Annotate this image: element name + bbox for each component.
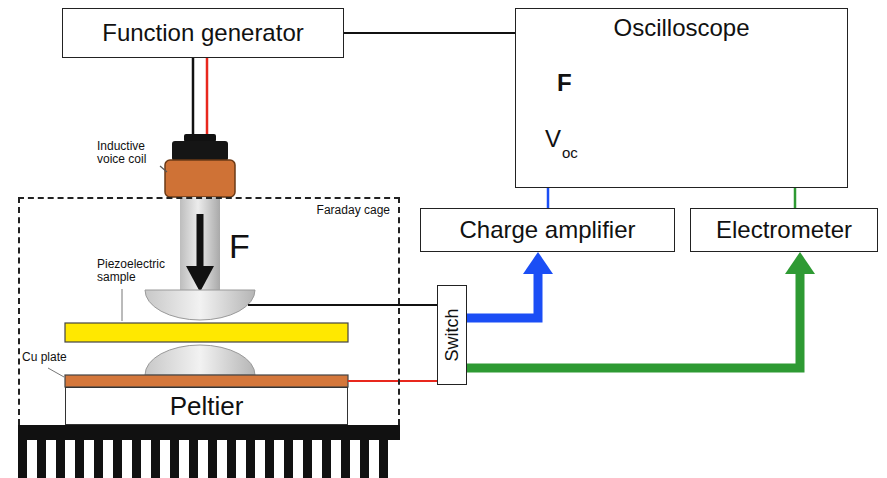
- part-label: Inductive voice coil: [97, 140, 159, 166]
- heat-sink-fin: [170, 440, 179, 478]
- piezoelectric-sample: [65, 323, 348, 342]
- node-label: Peltier: [170, 392, 244, 421]
- node-label: Function generator: [102, 20, 303, 46]
- heat-sink-fin: [132, 440, 141, 478]
- trace-subscript: oc: [562, 145, 578, 162]
- force-arrow: [186, 266, 214, 292]
- cable-line: [344, 32, 515, 34]
- signal-wire: [248, 304, 437, 306]
- trace-label: F: [557, 70, 572, 96]
- force-arrow: [197, 214, 204, 268]
- voice-coil: [165, 160, 235, 197]
- leader-line: [122, 289, 123, 321]
- heat-sink-fin: [341, 440, 350, 478]
- node-label: Electrometer: [716, 217, 852, 243]
- heat-sink-fin: [246, 440, 255, 478]
- coil-wire: [192, 58, 195, 136]
- heat-sink-fin: [322, 440, 331, 478]
- heat-sink-fin: [303, 440, 312, 478]
- heat-sink-fin: [265, 440, 274, 478]
- heat-sink-fin: [360, 440, 369, 478]
- leader-line: [160, 166, 167, 172]
- heat-sink-fin: [75, 440, 84, 478]
- node-label: Charge amplifier: [459, 217, 635, 243]
- heat-sink: [18, 425, 400, 440]
- signal-arrow: [467, 274, 538, 318]
- instrument-box: Charge amplifier: [420, 208, 675, 252]
- push-rod: [180, 197, 220, 293]
- cable-line: [794, 188, 797, 208]
- peltier-element: Peltier: [65, 387, 348, 425]
- heat-sink-fin: [208, 440, 217, 478]
- heat-sink-fin: [189, 440, 198, 478]
- heat-sink-fin: [227, 440, 236, 478]
- heat-sink-fins: [18, 440, 388, 478]
- heat-sink-fin: [113, 440, 122, 478]
- heat-sink-fin: [37, 440, 46, 478]
- coil-cap: [184, 134, 216, 142]
- faraday-cage: Faraday cagePeltier: [18, 197, 400, 425]
- lower-hemisphere: [145, 345, 255, 375]
- coil-wire: [206, 58, 209, 136]
- signal-wire: [348, 380, 437, 382]
- instrument-box: Electrometer: [690, 208, 878, 252]
- coil-cap: [172, 141, 228, 161]
- signal-arrow: [467, 274, 800, 368]
- upper-hemisphere: [145, 290, 255, 320]
- heat-sink-fin: [284, 440, 293, 478]
- heat-sink-fin: [94, 440, 103, 478]
- node-label: Oscilloscope: [613, 15, 749, 41]
- force-symbol: F: [229, 228, 250, 265]
- heat-sink-fin: [379, 440, 388, 478]
- switch-label: Switch: [442, 308, 462, 361]
- instrument-box: Function generator: [62, 8, 344, 58]
- heat-sink-fin: [18, 440, 27, 478]
- leader-line: [48, 368, 64, 377]
- part-label: Piezoelectric sample: [97, 258, 181, 284]
- cu-plate: [65, 375, 348, 387]
- heat-sink-fin: [151, 440, 160, 478]
- node-label: Faraday cage: [317, 204, 390, 217]
- heat-sink-fin: [56, 440, 65, 478]
- trace-label: V: [545, 126, 561, 152]
- part-label: Cu plate: [22, 351, 67, 364]
- cable-line: [547, 188, 550, 208]
- switch-box: Switch: [437, 285, 467, 385]
